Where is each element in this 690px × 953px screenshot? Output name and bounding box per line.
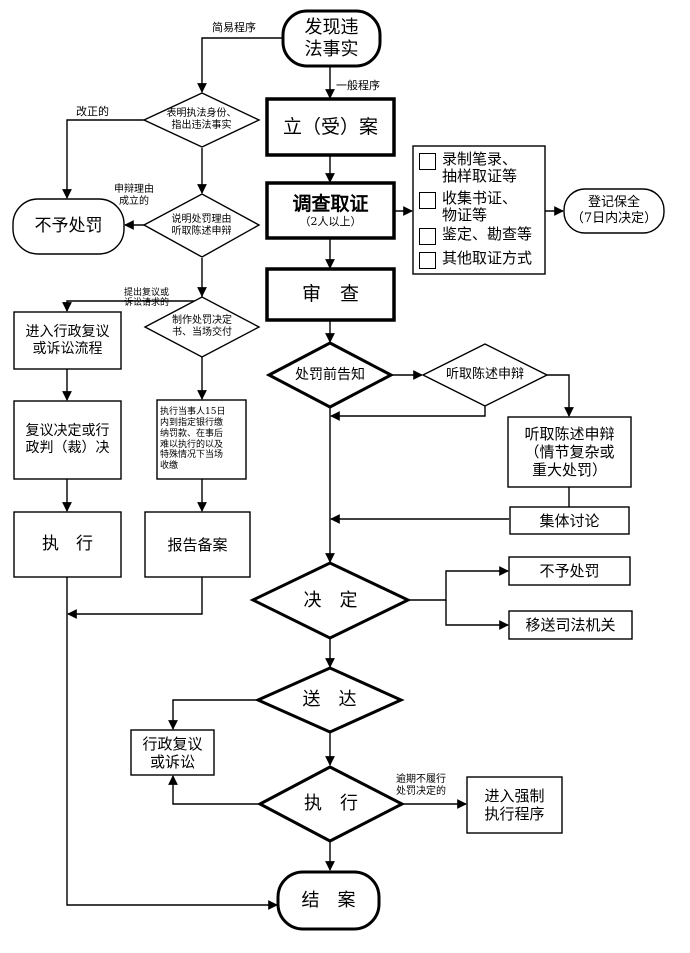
checkbox-icon (419, 228, 436, 245)
checkbox-icon (419, 192, 436, 209)
evidence-option-label: 录制笔录、 抽样取证等 (442, 150, 518, 186)
enter-review-box (13, 311, 122, 370)
request-review-label: 提出复议或 诉讼请求的 (124, 288, 170, 309)
payment-box (156, 399, 247, 480)
file-case-box (265, 97, 396, 157)
review-decision-box (13, 400, 122, 480)
decide-diamond (249, 561, 412, 640)
execute-left-box (13, 511, 122, 578)
evidence-option: 鉴定、勘查等 (419, 225, 533, 245)
hearing-complex-box (507, 416, 632, 488)
evidence-option: 收集书证、 物证等 (419, 189, 518, 225)
simple-procedure-label: 简易程序 (212, 21, 256, 34)
corrected-label: 改正的 (76, 105, 109, 118)
make-decision-diamond (143, 296, 261, 358)
hear-statement-diamond (421, 343, 549, 407)
no-penalty-right-box (508, 556, 631, 586)
overdue-label: 逾期不履行 处罚决定的 (396, 774, 446, 797)
notify-diamond (265, 341, 395, 409)
edge-hear-to-complex (547, 374, 574, 417)
discover-terminal (281, 9, 382, 68)
edge-identity-corrected (62, 119, 144, 199)
evidence-option-label: 鉴定、勘查等 (442, 225, 533, 243)
report-file-box (144, 511, 251, 578)
show-identity-diamond (142, 92, 261, 148)
investigate-box (265, 181, 396, 240)
edge-decide-transfer (445, 600, 509, 630)
edge-left-to-close (66, 577, 278, 910)
evidence-option-label: 收集书证、 物证等 (442, 189, 518, 225)
edge-simple-procedure (197, 37, 282, 93)
collective-discussion-box (509, 506, 630, 535)
general-procedure-label: 一般程序 (336, 79, 380, 92)
admin-review-lower-box (130, 729, 215, 776)
execute-main-diamond (256, 765, 406, 843)
register-preserve-terminal (563, 188, 665, 234)
explain-reasons-diamond (142, 193, 261, 258)
edge-report-merge (67, 577, 203, 619)
checkbox-icon (419, 153, 436, 170)
edge-deliver-to-review (168, 699, 258, 730)
edge-execute-to-review (168, 775, 260, 805)
evidence-option: 其他取证方式 (419, 249, 533, 269)
enforcement-box (466, 776, 563, 834)
defense-valid-label: 申辩理由 成立的 (114, 184, 154, 207)
evidence-option: 录制笔录、 抽样取证等 (419, 150, 518, 186)
transfer-judicial-box (508, 610, 633, 640)
deliver-diamond (254, 666, 405, 734)
close-case-terminal (276, 870, 381, 931)
no-penalty-left-terminal (12, 198, 125, 255)
edge-hear-back (330, 406, 486, 421)
evidence-option-label: 其他取证方式 (442, 249, 533, 267)
checkbox-icon (419, 252, 436, 269)
review-box (265, 267, 396, 322)
edge-decide-branch (408, 566, 509, 601)
